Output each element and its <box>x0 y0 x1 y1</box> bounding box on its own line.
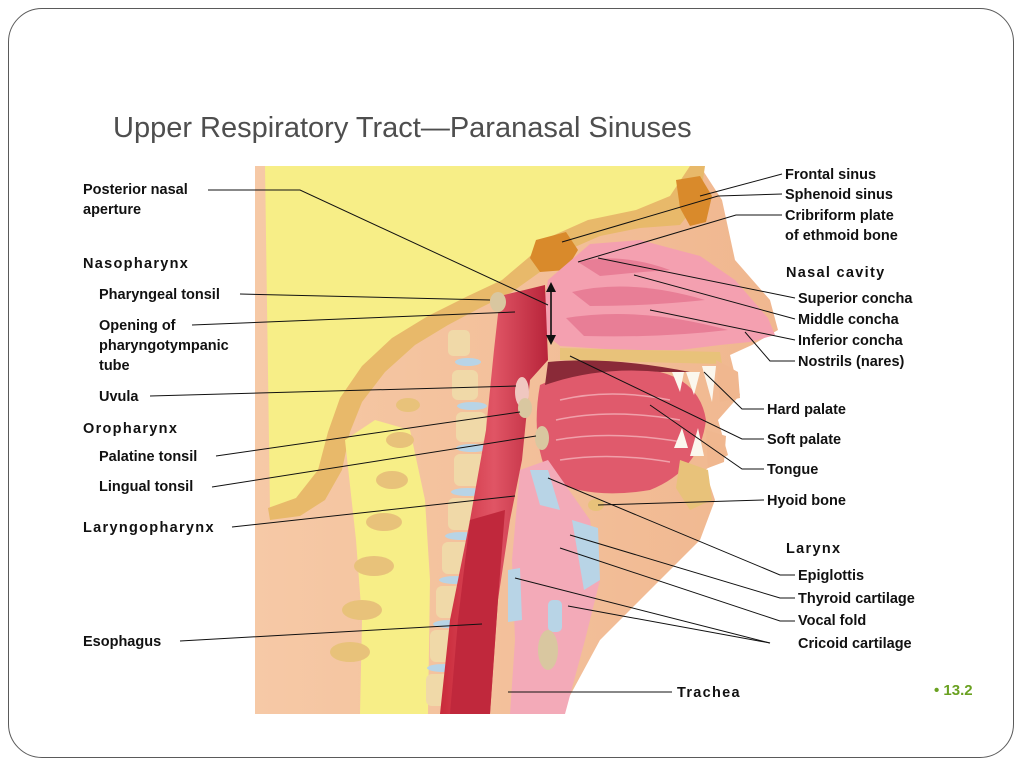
label-inferior-concha: Inferior concha <box>798 333 904 349</box>
label-trachea: Trachea <box>677 685 741 701</box>
thyroid-gland <box>538 630 558 670</box>
label-pharyngeal-tonsil: Pharyngeal tonsil <box>99 287 220 303</box>
label-posterior-nasal-aperture-1: Posterior nasal <box>83 182 188 198</box>
mandible <box>676 460 712 510</box>
label-esophagus: Esophagus <box>83 634 161 650</box>
upper-lip <box>716 360 740 402</box>
figure-number: • 13.2 <box>934 682 973 699</box>
slide-frame <box>8 8 1014 758</box>
label-tongue: Tongue <box>767 462 818 478</box>
label-hard-palate: Hard palate <box>767 402 846 418</box>
brain <box>265 166 690 510</box>
label-opening-2: pharyngotympanic <box>99 338 229 354</box>
slide-title: Upper Respiratory Tract—Paranasal Sinuse… <box>113 112 692 144</box>
hyoid-bone-shape <box>588 499 604 511</box>
label-thyroid-cartilage: Thyroid cartilage <box>798 591 915 607</box>
label-vocal-fold: Vocal fold <box>798 613 866 629</box>
teeth <box>672 366 716 456</box>
label-cribriform-2: of ethmoid bone <box>785 228 898 244</box>
label-laryngopharynx: Laryngopharynx <box>83 520 215 536</box>
label-larynx: Larynx <box>786 541 841 557</box>
label-frontal-sinus: Frontal sinus <box>785 167 876 183</box>
label-superior-concha: Superior concha <box>798 291 913 307</box>
epiglottis-shape <box>530 470 560 510</box>
hard-palate-shape <box>560 348 722 364</box>
superior-concha-shape <box>578 258 670 276</box>
label-lingual-tonsil: Lingual tonsil <box>99 479 193 495</box>
label-oropharynx: Oropharynx <box>83 421 178 437</box>
nasopharynx-arrow <box>546 282 556 345</box>
spinous-processes <box>330 398 420 662</box>
inferior-concha-shape <box>566 314 728 337</box>
label-soft-palate: Soft palate <box>767 432 841 448</box>
label-nostrils: Nostrils (nares) <box>798 354 905 370</box>
label-cribriform-1: Cribriform plate <box>785 208 894 224</box>
label-hyoid-bone: Hyoid bone <box>767 493 846 509</box>
esophagus-shape <box>450 510 505 714</box>
label-sphenoid-sinus: Sphenoid sinus <box>785 187 893 203</box>
label-posterior-nasal-aperture-2: aperture <box>83 202 141 218</box>
tongue-shape <box>536 368 706 494</box>
anatomy-illustration <box>250 166 780 714</box>
label-cricoid-cartilage: Cricoid cartilage <box>798 636 912 652</box>
skull-bone <box>268 166 705 520</box>
label-palatine-tonsil: Palatine tonsil <box>99 449 197 465</box>
label-nasopharynx: Nasopharynx <box>83 256 189 272</box>
palatine-tonsil-shape <box>518 398 532 418</box>
label-middle-concha: Middle concha <box>798 312 900 328</box>
label-uvula: Uvula <box>99 389 139 405</box>
label-opening-3: tube <box>99 358 130 374</box>
label-opening-1: Opening of <box>99 318 176 334</box>
lingual-tonsil-shape <box>535 426 549 450</box>
leader-lines <box>149 173 796 693</box>
cricoid-cartilage-shape <box>508 568 522 622</box>
label-epiglottis: Epiglottis <box>798 568 864 584</box>
frontal-sinus <box>676 176 712 226</box>
label-nasal-cavity: Nasal cavity <box>786 265 885 281</box>
sphenoid-sinus <box>530 232 578 272</box>
lower-lip <box>706 430 726 468</box>
pharyngeal-tonsil-shape <box>490 292 506 312</box>
middle-concha-shape <box>572 286 705 306</box>
oral-cavity <box>545 360 690 385</box>
trachea-ring <box>548 600 562 632</box>
